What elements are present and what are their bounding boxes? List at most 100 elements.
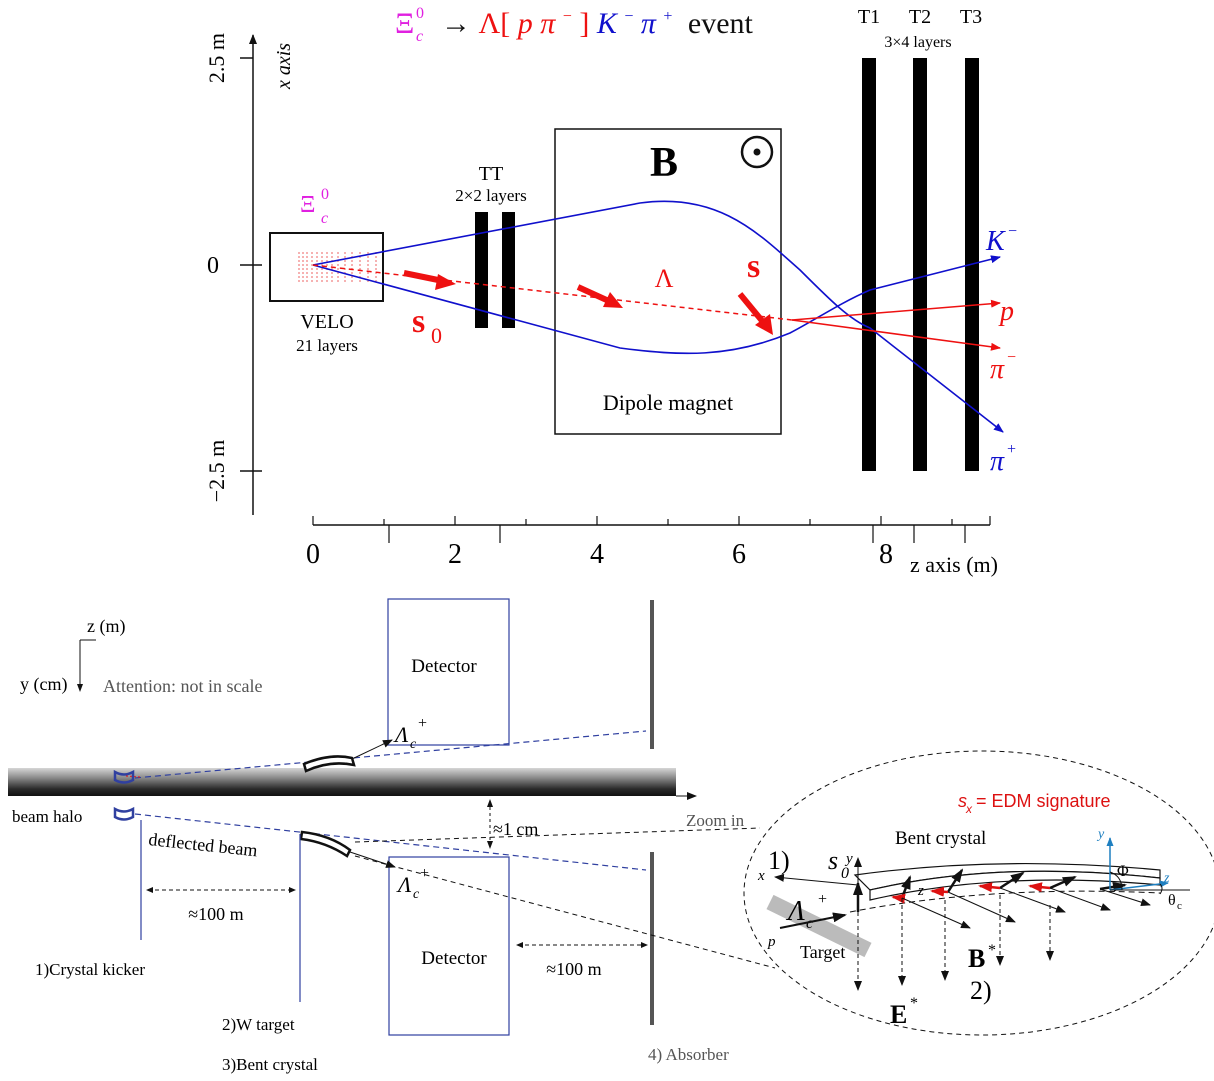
proton-label: p xyxy=(998,296,1014,327)
zoom-E-star: E * xyxy=(890,995,918,1029)
zoom-theta-arc xyxy=(1159,883,1163,895)
zoom-theta: θ c xyxy=(1168,892,1182,912)
x-tick-label-zero: 0 xyxy=(207,253,219,279)
zs0-main: s xyxy=(828,846,838,875)
x-tick-label-neg: −2.5 m xyxy=(204,440,229,503)
lambdac-upper-arrow xyxy=(351,739,393,760)
zs0-sub: 0 xyxy=(841,865,849,882)
bottom-panel: z (m) y (cm) Attention: not in scale Det… xyxy=(8,598,1214,1074)
ze-star: * xyxy=(910,995,918,1012)
b-field-dot xyxy=(753,148,761,156)
zoom-y2-label: y xyxy=(1096,827,1105,842)
detector-bottom-box xyxy=(388,856,510,1036)
lu-sup: + xyxy=(418,715,427,732)
tt-layers-label: 2×2 layers xyxy=(455,186,526,205)
title-pip-plus: + xyxy=(663,8,672,25)
zl-sup: + xyxy=(818,891,827,908)
lambdac-lower-arrow xyxy=(349,851,396,868)
bent-crystal-zoom-label: Bent crystal xyxy=(895,828,986,849)
zoom-z2-label: z xyxy=(1163,871,1170,886)
pim-sup: − xyxy=(1007,349,1016,366)
dist1-arrow-left xyxy=(146,887,153,893)
halo-lower-line xyxy=(134,813,647,871)
zoom-target xyxy=(766,894,872,958)
spin-arrows xyxy=(403,270,773,335)
detector-top-label: Detector xyxy=(411,656,477,677)
zoom-field-lines xyxy=(901,887,1151,929)
beam-halo-label: beam halo xyxy=(12,807,82,826)
k-minus-track xyxy=(312,255,1001,355)
tt-layer-1 xyxy=(475,212,488,328)
edm-text: = EDM signature xyxy=(976,791,1111,811)
dist2-arrow-right xyxy=(641,942,648,948)
z-tick-6: 6 xyxy=(732,539,746,570)
title-p: p xyxy=(516,7,533,40)
ze-main: E xyxy=(890,1000,907,1029)
b-field-out-of-page-icon xyxy=(740,135,774,169)
tt-layer-2 xyxy=(502,212,515,328)
edm-signature: s x = EDM signature xyxy=(958,791,1111,817)
t1-label: T1 xyxy=(858,6,880,28)
title-pi-minus: − xyxy=(563,8,572,25)
pi-plus-label: π + xyxy=(990,441,1016,477)
crystal-kicker-label: 1)Crystal kicker xyxy=(35,960,145,979)
k-sup: − xyxy=(1008,223,1017,240)
dist1-label: ≈100 m xyxy=(188,904,243,924)
pip-sup: + xyxy=(1007,441,1016,458)
zl-main: Λ xyxy=(785,896,805,927)
y-cm-label: y (cm) xyxy=(20,674,67,695)
tt-label: TT xyxy=(479,163,503,185)
s0-label: s 0 xyxy=(412,303,442,348)
one-cm-arrow-up xyxy=(487,799,493,807)
bent-crystal-upper xyxy=(302,755,356,773)
velo-layers-label: 21 layers xyxy=(296,336,358,355)
zoom-ellipse xyxy=(743,750,1214,1036)
zoom-x-axis xyxy=(774,873,859,886)
title-K: K xyxy=(596,7,619,40)
edm-sub: x xyxy=(965,802,973,816)
zt-main: θ xyxy=(1168,892,1176,909)
magnet-name: Dipole magnet xyxy=(603,390,733,415)
lambdac-upper-label: Λ c + xyxy=(393,715,427,753)
s0-sub: 0 xyxy=(431,323,442,348)
lu-main: Λ xyxy=(393,722,409,747)
zoom-in-label: Zoom in xyxy=(686,811,745,830)
title-pi: π xyxy=(540,7,556,40)
detector-bottom-label: Detector xyxy=(421,948,487,969)
zoom-x-label: x xyxy=(757,868,765,884)
t2-station xyxy=(913,58,927,471)
title-xi-sub: c xyxy=(416,28,423,45)
z-tick-2: 2 xyxy=(448,539,462,570)
zoom-s0: s 0 xyxy=(828,846,849,882)
z-tick-0: 0 xyxy=(306,539,320,570)
title-xi-sup: 0 xyxy=(416,5,424,22)
lambda-label: Λ xyxy=(655,264,674,293)
zoom-connector-upper xyxy=(354,827,761,843)
zoom-step-2: 2) xyxy=(970,976,992,1005)
z-tick-4: 4 xyxy=(590,539,604,570)
z-m-label: z (m) xyxy=(87,616,125,637)
zoom-detail: s x = EDM signature Bent crystal Target … xyxy=(757,791,1190,1029)
detector-top-box xyxy=(387,598,510,746)
title-xi: Ξ xyxy=(395,7,414,40)
z-axis-label: z axis (m) xyxy=(910,552,998,577)
lambda-track xyxy=(312,264,793,321)
crystal-kicker-lower xyxy=(113,806,135,821)
xi-label: Ξ c 0 xyxy=(300,186,334,229)
pim-main: π xyxy=(990,354,1005,385)
zoom-e-field-lines xyxy=(854,895,1054,991)
zl-sub: c xyxy=(806,915,813,932)
dipole-magnet-box xyxy=(554,128,782,435)
ll-sup: + xyxy=(420,865,429,882)
zt-sub: c xyxy=(1177,900,1182,912)
title-bracket: ] xyxy=(579,7,589,40)
zoom-step-1: 1) xyxy=(768,846,790,875)
velo-label: VELO xyxy=(300,311,353,333)
y-legend-arrow xyxy=(77,684,83,692)
edm-s: s xyxy=(958,791,967,811)
xi-label-sup: 0 xyxy=(321,186,329,203)
zoom-phi-label: Φ xyxy=(1117,863,1129,880)
w-target-label: 2)W target xyxy=(222,1015,295,1034)
zb-star: * xyxy=(988,942,996,959)
